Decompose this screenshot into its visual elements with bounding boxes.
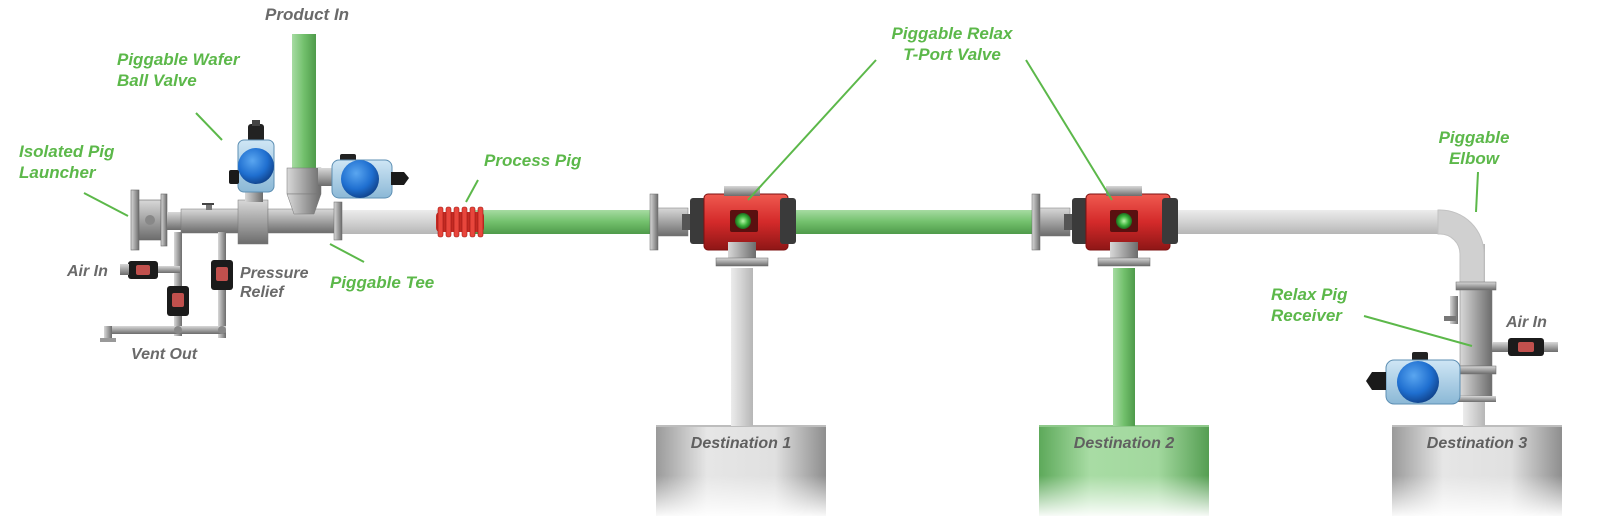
label-piggable-tee: Piggable Tee (330, 273, 435, 292)
destination-3-tank (1392, 425, 1562, 516)
pig-receiver-icon (1444, 281, 1510, 402)
label-isolated-pig-launcher: Isolated Pig Launcher (19, 142, 115, 182)
solenoid-valve-icon (1508, 338, 1558, 356)
actuator-disc-icon (341, 160, 379, 198)
t-port-valve-icon (735, 213, 751, 229)
process-pig-icon (436, 206, 484, 238)
label-process-pig: Process Pig (484, 151, 582, 170)
label-wafer-ball-valve: Piggable Wafer Ball Valve (117, 50, 240, 90)
piggable-tee (286, 167, 322, 215)
label-destination-3: Destination 3 (1426, 435, 1528, 452)
label-relax-t-port-valve: Piggable Relax T-Port Valve (891, 24, 1013, 64)
label-pressure-relief: Pressure Relief (240, 265, 309, 301)
solenoid-valve-icon (120, 261, 158, 279)
label-relax-pig-receiver: Relax Pig Receiver (1271, 285, 1348, 325)
destination-2-tank (1039, 425, 1209, 516)
label-destination-1: Destination 1 (690, 435, 792, 452)
solenoid-valve-icon (211, 260, 233, 290)
wafer-ball-valve (229, 120, 275, 202)
drop-pipe-destination-1 (731, 268, 753, 426)
product-in-pipe (292, 34, 316, 170)
actuator-disc-icon (1397, 361, 1439, 403)
drop-pipe-destination-2 (1113, 268, 1135, 426)
label-product-in: Product In (265, 5, 350, 24)
label-air-in-right: Air In (1506, 314, 1547, 331)
main-pipe-empty-right (1172, 210, 1440, 234)
main-pipe-empty-left (340, 210, 440, 234)
label-air-in-left: Air In (67, 263, 108, 280)
product-in-valve-actuator (318, 154, 409, 199)
label-piggable-elbow: Piggable Elbow (1438, 128, 1510, 168)
main-pipe-product-1 (470, 210, 660, 234)
solenoid-valve-icon (167, 286, 189, 316)
destination-1-tank (656, 425, 826, 516)
t-port-valve-1 (649, 186, 796, 267)
receiver-ball-valve (1366, 352, 1461, 405)
main-pipe-product-2 (790, 210, 1040, 234)
t-port-valve-icon (1116, 213, 1132, 229)
label-vent-out: Vent Out (131, 346, 198, 363)
label-destination-2: Destination 2 (1073, 435, 1175, 452)
ball-valve-actuator-icon (238, 148, 274, 184)
callout-lines (83, 59, 1479, 347)
piggable-elbow (1437, 209, 1485, 291)
t-port-valve-2 (1031, 186, 1178, 267)
air-vent-piping (100, 232, 226, 342)
